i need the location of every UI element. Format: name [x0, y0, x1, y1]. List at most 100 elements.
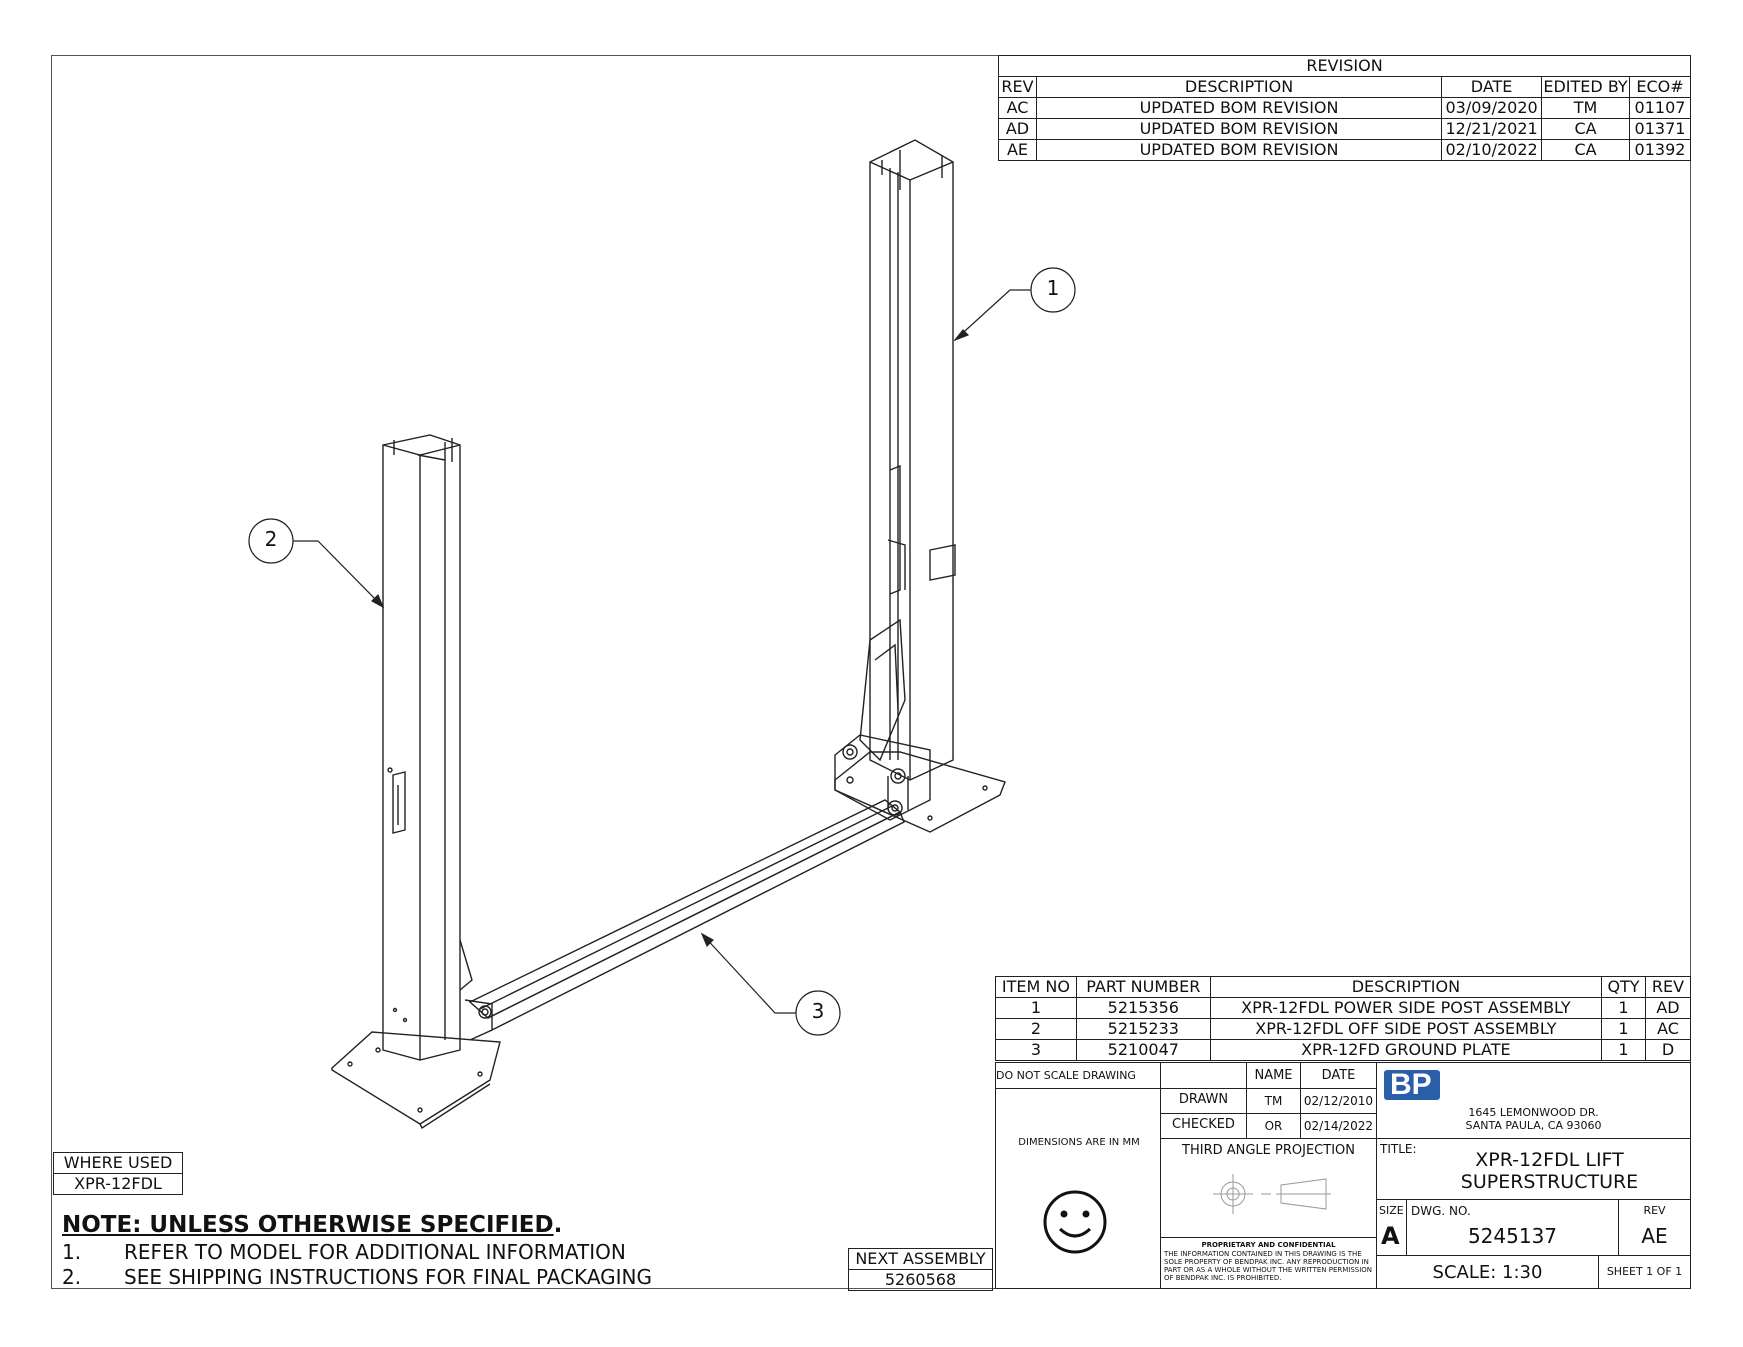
- right-post-carriage: [859, 618, 906, 762]
- sheet-value: SHEET 1 OF 1: [1606, 1265, 1683, 1278]
- checked-name: OR: [1246, 1113, 1301, 1139]
- notes-heading-suffix: .: [553, 1212, 563, 1238]
- revision-cell: TM: [1541, 97, 1630, 119]
- bom-cell: 1: [1601, 1018, 1646, 1040]
- scale-value: SCALE: 1:30: [1432, 1262, 1543, 1283]
- bom-cell: 3: [995, 1039, 1077, 1061]
- bom-cell: 5215233: [1075, 1018, 1211, 1040]
- drawn-label: DRAWN: [1160, 1088, 1247, 1114]
- left-post-lock: [392, 771, 406, 834]
- notes-block: NOTE: UNLESS OTHERWISE SPECIFIED. 1.REFE…: [62, 1212, 652, 1290]
- ground-plate-rail-lower: [487, 811, 905, 1031]
- drawing-title-cell: TITLE: XPR-12FDL LIFT SUPERSTRUCTURE: [1376, 1138, 1691, 1200]
- drawn-name: TM: [1246, 1088, 1301, 1114]
- where-used-value: XPR-12FDL: [53, 1173, 183, 1195]
- revision-header-date: DATE: [1441, 76, 1543, 98]
- revision-table: REVISION REV DESCRIPTION DATE EDITED BY …: [998, 55, 1692, 161]
- bom-header-part-number: PART NUMBER: [1075, 976, 1211, 998]
- projection-cell: THIRD ANGLE PROJECTION: [1160, 1138, 1377, 1238]
- note-text: SEE SHIPPING INSTRUCTIONS FOR FINAL PACK…: [124, 1265, 653, 1289]
- bom-cell: 5215356: [1075, 997, 1211, 1019]
- dimensions-label: DIMENSIONS ARE IN MM: [1018, 1137, 1140, 1148]
- next-assembly-table: NEXT ASSEMBLY 5260568: [848, 1248, 993, 1291]
- bom-cell: XPR-12FDL OFF SIDE POST ASSEMBLY: [1209, 1018, 1603, 1040]
- bendpak-logo-text: BP BendPak.: [1384, 1068, 1689, 1102]
- revision-cell: 03/09/2020: [1441, 97, 1543, 119]
- company-logo-text: BP BendPak.: [1390, 1068, 1577, 1101]
- bom-row: 3 5210047 XPR-12FD GROUND PLATE 1 D: [995, 1039, 1691, 1061]
- proprietary-cell: PROPRIETARY AND CONFIDENTIAL THE INFORMA…: [1160, 1237, 1377, 1289]
- bom-header-row: ITEM NO PART NUMBER DESCRIPTION QTY REV: [995, 976, 1691, 998]
- revision-cell: UPDATED BOM REVISION: [1035, 97, 1443, 119]
- scale-cell: SCALE: 1:30: [1376, 1255, 1599, 1289]
- next-assembly-value: 5260568: [848, 1269, 993, 1291]
- bom-table: ITEM NO PART NUMBER DESCRIPTION QTY REV …: [995, 976, 1691, 1061]
- checked-date: 02/14/2022: [1300, 1113, 1377, 1139]
- proprietary-text: THE INFORMATION CONTAINED IN THIS DRAWIN…: [1164, 1250, 1373, 1282]
- right-base-plate: [834, 751, 1006, 833]
- size-value: A: [1381, 1222, 1400, 1250]
- do-not-scale-label: DO NOT SCALE DRAWING: [995, 1062, 1161, 1089]
- note-number: 1.: [62, 1240, 82, 1264]
- revision-header-edited-by: EDITED BY: [1541, 76, 1630, 98]
- revision-header-row: REV DESCRIPTION DATE EDITED BY ECO#: [998, 76, 1692, 98]
- title-block: DO NOT SCALE DRAWING DIMENSIONS ARE IN M…: [995, 1062, 1691, 1289]
- left-base-plate: [331, 1031, 501, 1125]
- bom-header-description: DESCRIPTION: [1209, 976, 1603, 998]
- address-line-1: 1645 LEMONWOOD DR.: [1468, 1106, 1599, 1119]
- note-item: 1.REFER TO MODEL FOR ADDITIONAL INFORMAT…: [62, 1240, 652, 1265]
- company-cell: BP BendPak. 1645 LEMONWOOD DR. SANTA PAU…: [1376, 1062, 1691, 1139]
- balloon-1-label: 1: [1046, 276, 1060, 300]
- bom-header-qty: QTY: [1601, 976, 1646, 998]
- checked-label: CHECKED: [1160, 1113, 1247, 1139]
- revision-cell: 01371: [1628, 118, 1692, 140]
- bom-cell: 1: [1601, 1039, 1646, 1061]
- notes-heading-text: NOTE: UNLESS OTHERWISE SPECIFIED: [62, 1212, 554, 1238]
- revision-cell: UPDATED BOM REVISION: [1035, 139, 1443, 161]
- sheet-cell: SHEET 1 OF 1: [1598, 1255, 1691, 1289]
- revision-row: AD UPDATED BOM REVISION 12/21/2021 CA 01…: [998, 118, 1692, 140]
- dwg-no-label: DWG. NO.: [1411, 1204, 1471, 1218]
- size-cell: SIZE A: [1376, 1199, 1407, 1256]
- balloon-3-label: 3: [811, 999, 825, 1023]
- rev-label: REV: [1643, 1204, 1666, 1217]
- revision-cell: 02/10/2022: [1441, 139, 1543, 161]
- address-line-2: SANTA PAULA, CA 93060: [1465, 1119, 1602, 1132]
- name-header: NAME: [1246, 1062, 1301, 1089]
- bom-row: 2 5215233 XPR-12FDL OFF SIDE POST ASSEMB…: [995, 1018, 1691, 1040]
- revision-header-description: DESCRIPTION: [1035, 76, 1443, 98]
- right-post: [869, 139, 954, 781]
- dwg-no-cell: DWG. NO. 5245137: [1406, 1199, 1619, 1256]
- smiley-icon: [1043, 1190, 1107, 1254]
- date-header: DATE: [1300, 1062, 1377, 1089]
- ground-plate-rail: [468, 799, 902, 1019]
- bendpak-logo: [1384, 1070, 1440, 1100]
- bom-cell: AD: [1645, 997, 1691, 1019]
- notes-heading: NOTE: UNLESS OTHERWISE SPECIFIED.: [62, 1212, 652, 1238]
- rev-cell: REV AE: [1618, 1199, 1691, 1256]
- bom-header-item-no: ITEM NO: [995, 976, 1077, 998]
- where-used-label: WHERE USED: [53, 1152, 183, 1174]
- bom-cell: 1: [1601, 997, 1646, 1019]
- title-label: TITLE:: [1380, 1142, 1417, 1156]
- drawn-date: 02/12/2010: [1300, 1088, 1377, 1114]
- bom-cell: XPR-12FDL POWER SIDE POST ASSEMBLY: [1209, 997, 1603, 1019]
- revision-cell: CA: [1541, 139, 1630, 161]
- note-item: 2.SEE SHIPPING INSTRUCTIONS FOR FINAL PA…: [62, 1265, 652, 1290]
- where-used-table: WHERE USED XPR-12FDL: [53, 1152, 183, 1195]
- blank-cell: [1160, 1062, 1247, 1089]
- revision-cell: 01392: [1628, 139, 1692, 161]
- revision-cell: AC: [998, 97, 1037, 119]
- bom-cell: D: [1645, 1039, 1691, 1061]
- bom-cell: AC: [1645, 1018, 1691, 1040]
- dimensions-cell: DIMENSIONS ARE IN MM: [995, 1088, 1161, 1289]
- size-label: SIZE: [1379, 1204, 1404, 1217]
- revision-cell: UPDATED BOM REVISION: [1035, 118, 1443, 140]
- revision-cell: AE: [998, 139, 1037, 161]
- revision-cell: 12/21/2021: [1441, 118, 1543, 140]
- dwg-no-value: 5245137: [1467, 1224, 1558, 1248]
- right-post-tab: [929, 544, 956, 581]
- bom-row: 1 5215356 XPR-12FDL POWER SIDE POST ASSE…: [995, 997, 1691, 1019]
- revision-cell: AD: [998, 118, 1037, 140]
